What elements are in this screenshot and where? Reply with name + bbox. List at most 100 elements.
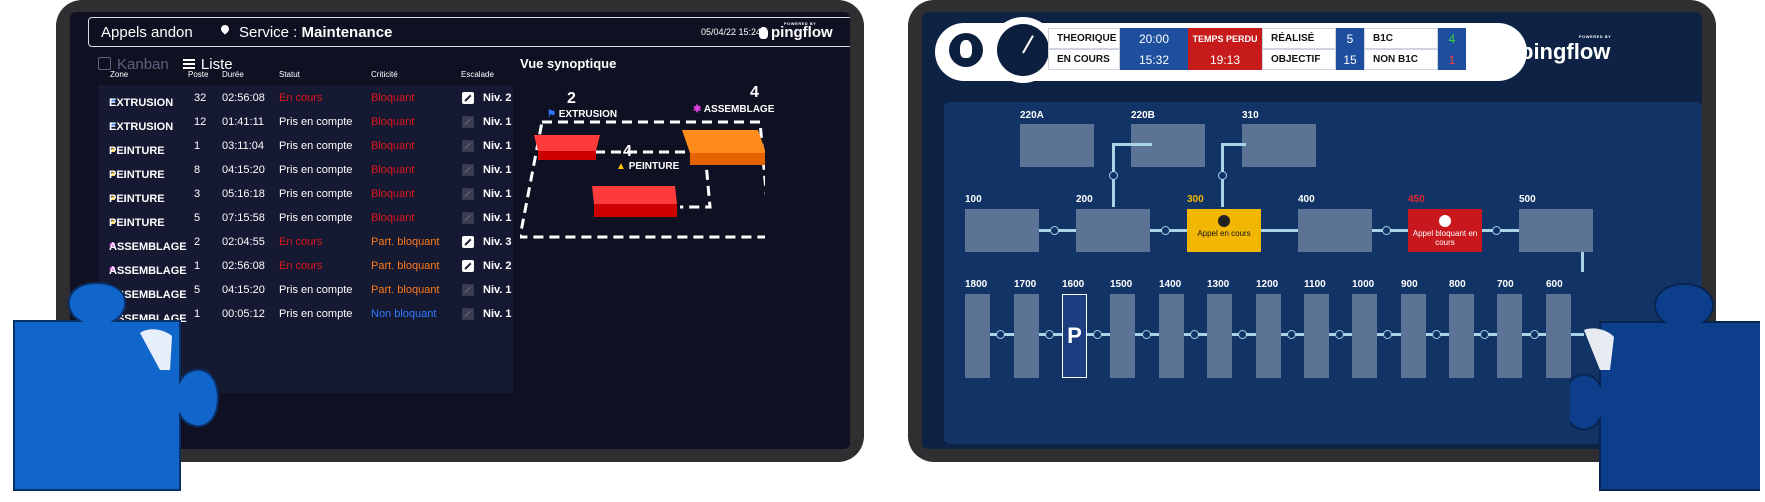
- flow-arrow-icon: [1218, 170, 1227, 180]
- niveau-cell: Niv. 1: [483, 164, 512, 176]
- tab-kanban[interactable]: Kanban: [98, 56, 169, 73]
- flow-arrow-icon: [1237, 330, 1247, 339]
- station-900[interactable]: [1401, 294, 1426, 378]
- station-500[interactable]: [1519, 209, 1593, 252]
- synoptic-map[interactable]: [520, 77, 765, 247]
- escalade-checkbox[interactable]: [462, 308, 474, 320]
- station-label: 310: [1242, 110, 1259, 121]
- station-600[interactable]: [1546, 294, 1571, 378]
- pingflow-logo-icon: [759, 27, 768, 39]
- andon-header: Appels andon Service : Maintenance 05/04…: [88, 17, 850, 47]
- col-escalade[interactable]: Escalade: [461, 70, 494, 79]
- criticite-cell: Bloquant: [371, 140, 415, 152]
- flow-arrow-icon: [1382, 330, 1392, 339]
- station-1600[interactable]: P: [1062, 294, 1087, 378]
- criticite-cell: Part. bloquant: [371, 236, 440, 248]
- building-assemblage[interactable]: [682, 130, 765, 165]
- floor-outline: [520, 120, 765, 239]
- col-poste[interactable]: Poste: [188, 70, 209, 79]
- niveau-cell: Niv. 1: [483, 308, 512, 320]
- criticite-cell: Bloquant: [371, 212, 415, 224]
- duree-cell: 02:56:08: [222, 92, 265, 104]
- service-selector[interactable]: Service : Maintenance: [239, 24, 393, 41]
- flow-arrow-icon: [1092, 330, 1102, 339]
- track: [978, 333, 1584, 336]
- station-1000[interactable]: [1352, 294, 1377, 378]
- duree-cell: 05:16:18: [222, 188, 265, 200]
- brand-name: pingflow: [1520, 39, 1611, 64]
- kpi-temps-perdu-value: 19:13: [1188, 49, 1262, 70]
- kpi-en-cours-label: EN COURS: [1048, 49, 1120, 70]
- track: [1112, 143, 1152, 146]
- escalade-checkbox[interactable]: [462, 260, 474, 272]
- station-1400[interactable]: [1159, 294, 1184, 378]
- station-1200[interactable]: [1256, 294, 1281, 378]
- statut-cell: En cours: [279, 92, 323, 104]
- escalade-checkbox[interactable]: [462, 236, 474, 248]
- puzzle-icon: ✱: [109, 265, 116, 274]
- flow-arrow-icon: [1491, 226, 1501, 235]
- station-310[interactable]: [1242, 124, 1316, 167]
- app-title: Appels andon: [101, 24, 193, 41]
- station-450[interactable]: Appel bloquant en cours: [1408, 209, 1482, 252]
- escalade-checkbox[interactable]: [462, 116, 474, 128]
- col-zone[interactable]: Zone: [110, 70, 129, 79]
- col-duree[interactable]: Durée: [222, 70, 244, 79]
- escalade-checkbox[interactable]: [462, 212, 474, 224]
- station-label: 600: [1546, 279, 1563, 290]
- building-peinture[interactable]: [592, 186, 677, 217]
- penguin-logo-icon: [949, 33, 983, 67]
- station-label: 1500: [1110, 279, 1133, 290]
- criticite-cell: Part. bloquant: [371, 284, 440, 296]
- warning-icon: [1439, 215, 1451, 227]
- station-220A[interactable]: [1020, 124, 1094, 167]
- bell-icon: [1218, 215, 1230, 227]
- station-1500[interactable]: [1110, 294, 1135, 378]
- kpi-realise-value: 5: [1336, 28, 1364, 49]
- kpi-non-b1c-value: 1: [1438, 49, 1466, 70]
- station-label: 220A: [1020, 110, 1044, 121]
- building-extrusion[interactable]: [534, 135, 600, 160]
- station-700[interactable]: [1497, 294, 1522, 378]
- flow-arrow-icon: [1049, 226, 1059, 235]
- station-1100[interactable]: [1304, 294, 1329, 378]
- tab-liste[interactable]: Liste: [182, 56, 233, 73]
- station-1800[interactable]: [965, 294, 990, 378]
- station-label: 300: [1187, 194, 1204, 205]
- escalade-checkbox[interactable]: [462, 92, 474, 104]
- criticite-cell: Non bloquant: [371, 308, 437, 320]
- station-1700[interactable]: [1014, 294, 1039, 378]
- flow-arrow-icon: [1529, 330, 1539, 339]
- escalade-checkbox[interactable]: [462, 140, 474, 152]
- kpi-b1c-value: 4: [1438, 28, 1466, 49]
- powered-by: POWERED BY: [1579, 34, 1612, 39]
- station-label: 1800: [965, 279, 988, 290]
- col-statut[interactable]: Statut: [279, 70, 300, 79]
- station-label: 200: [1076, 194, 1093, 205]
- escalade-checkbox[interactable]: [462, 164, 474, 176]
- station-300[interactable]: Appel en cours: [1187, 209, 1261, 252]
- station-800[interactable]: [1449, 294, 1474, 378]
- escalade-checkbox[interactable]: [462, 188, 474, 200]
- col-criticite[interactable]: Criticité: [371, 70, 398, 79]
- andon-screen: Appels andon Service : Maintenance 05/04…: [70, 12, 850, 449]
- station-200[interactable]: [1076, 209, 1150, 252]
- station-400[interactable]: [1298, 209, 1372, 252]
- extrusion-count: 2: [567, 90, 576, 107]
- station-label: 1100: [1304, 279, 1326, 290]
- station-1300[interactable]: [1207, 294, 1232, 378]
- station-100[interactable]: [965, 209, 1039, 252]
- kpi-b1c-label: B1C: [1364, 28, 1438, 49]
- escalade-checkbox[interactable]: [462, 284, 474, 296]
- poste-cell: 12: [194, 116, 207, 128]
